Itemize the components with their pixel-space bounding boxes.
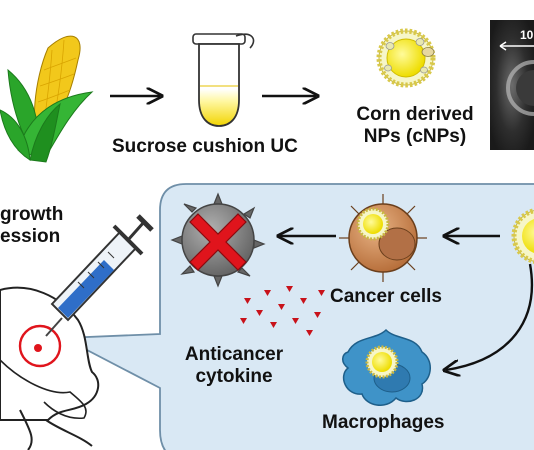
label-corn-derived-nps: Corn derived NPs (cNPs) bbox=[350, 104, 480, 149]
macrophage-icon bbox=[342, 328, 431, 406]
label-np-line1: Corn derived bbox=[356, 104, 474, 125]
label-tumor-growth: growth ession bbox=[0, 204, 63, 249]
label-growth-line1: growth bbox=[0, 204, 64, 225]
tumor-marker bbox=[18, 324, 62, 368]
label-growth-line2: ession bbox=[0, 226, 61, 248]
label-cancer-cells: Cancer cells bbox=[330, 286, 442, 307]
corn-icon bbox=[0, 35, 94, 163]
mouse-icon bbox=[0, 286, 100, 450]
cross-icon bbox=[189, 213, 247, 271]
tem-image bbox=[490, 20, 534, 150]
nanoparticle-icon bbox=[511, 208, 534, 264]
label-np-line2: NPs (cNPs) bbox=[363, 126, 467, 148]
label-anticancer-cytokine: Anticancer cytokine bbox=[178, 344, 290, 389]
dead-cell-icon bbox=[170, 192, 266, 288]
label-cytokine-line2: cytokine bbox=[195, 366, 273, 388]
cytokine-icon bbox=[240, 286, 325, 336]
label-scale-bar: 10 bbox=[520, 28, 534, 42]
label-macrophages: Macrophages bbox=[322, 412, 445, 433]
cancer-cell-icon bbox=[339, 194, 427, 282]
syringe-icon bbox=[45, 214, 154, 337]
info-panel bbox=[60, 183, 534, 450]
label-sucrose-cushion-uc: Sucrose cushion UC bbox=[112, 136, 298, 157]
nanoparticle-icon bbox=[376, 28, 436, 88]
tube-icon bbox=[192, 33, 255, 127]
label-cytokine-line1: Anticancer bbox=[184, 344, 284, 365]
arrow-np-to-macrophage bbox=[446, 263, 534, 370]
